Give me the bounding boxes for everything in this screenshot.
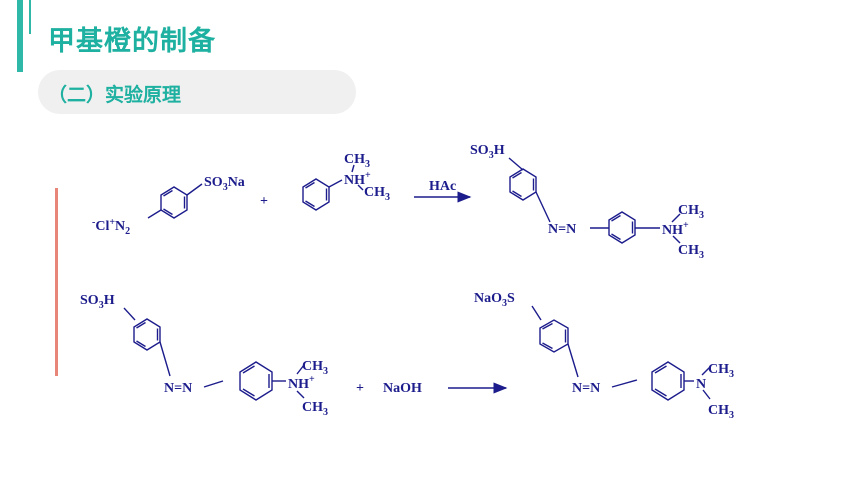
plus-sign: + xyxy=(260,194,268,209)
bond xyxy=(357,184,364,191)
ammonium-label: NH+ xyxy=(288,374,315,392)
bond xyxy=(531,305,542,321)
arrow-condition: HAc xyxy=(429,179,456,194)
bond xyxy=(701,366,711,376)
azo-label: N=N xyxy=(572,381,600,396)
diazonium-label: -Cl+N2 xyxy=(92,217,130,237)
sulfonate-label: NaO3S xyxy=(474,291,515,309)
ammonium-label: NH+ xyxy=(662,220,689,238)
benzene-ring xyxy=(539,319,569,353)
accent-bar-thin xyxy=(29,0,31,34)
bond xyxy=(296,390,305,399)
benzene-ring xyxy=(608,211,636,244)
reagent-label: NaOH xyxy=(383,381,422,396)
methyl-label: CH3 xyxy=(364,185,390,203)
methyl-label: CH3 xyxy=(344,152,370,170)
bond xyxy=(671,213,681,223)
plus-sign: + xyxy=(356,381,364,396)
methyl-label: CH3 xyxy=(708,362,734,380)
dimethylanilinium: NH+ CH3 CH3 xyxy=(302,152,390,211)
bond xyxy=(672,235,681,244)
methyl-label: CH3 xyxy=(678,243,704,261)
methyl-label: CH3 xyxy=(708,403,734,421)
azo-label: N=N xyxy=(548,222,576,237)
bond xyxy=(535,191,551,223)
benzene-ring xyxy=(133,318,161,351)
sulfonic-acid-label: SO3H xyxy=(470,143,505,161)
methyl-orange: NaO3S N=N N CH3 CH3 xyxy=(474,291,734,421)
sulfonate-label: SO3Na xyxy=(204,175,245,193)
methyl-label: CH3 xyxy=(302,359,328,377)
sulfonic-acid-label: SO3H xyxy=(80,293,115,311)
accent-bar xyxy=(17,0,23,72)
bond xyxy=(123,307,136,321)
methyl-label: CH3 xyxy=(678,203,704,221)
bond xyxy=(567,343,579,378)
bond xyxy=(147,209,162,219)
section-subtitle: （二）实验原理 xyxy=(48,84,182,106)
benzene-ring xyxy=(509,168,537,201)
bond xyxy=(296,364,305,375)
benzene-ring xyxy=(651,361,685,401)
bond xyxy=(328,179,343,188)
benzene-ring xyxy=(239,361,273,401)
azo-label: N=N xyxy=(164,381,192,396)
bond xyxy=(351,164,355,173)
subtitle-pill: （二）实验原理 xyxy=(38,70,356,114)
slide-title: 甲基橙的制备 xyxy=(48,26,216,57)
helianthin: SO3H N=N NH+ CH3 CH3 xyxy=(470,143,704,261)
benzene-ring xyxy=(160,186,188,219)
helianthin-reactant: SO3H N=N NH+ CH3 CH3 xyxy=(80,293,328,418)
bond xyxy=(159,341,171,377)
bond xyxy=(611,379,638,388)
bond xyxy=(203,380,224,388)
amine-label: N xyxy=(696,377,706,392)
bond xyxy=(186,183,203,196)
methyl-label: CH3 xyxy=(302,400,328,418)
ammonium-label: NH+ xyxy=(344,170,371,188)
benzene-ring xyxy=(302,178,330,211)
diazonium-salt: SO3Na -Cl+N2 xyxy=(92,175,245,237)
left-accent-rule xyxy=(55,188,58,376)
bond xyxy=(508,157,524,171)
bond xyxy=(702,389,711,400)
